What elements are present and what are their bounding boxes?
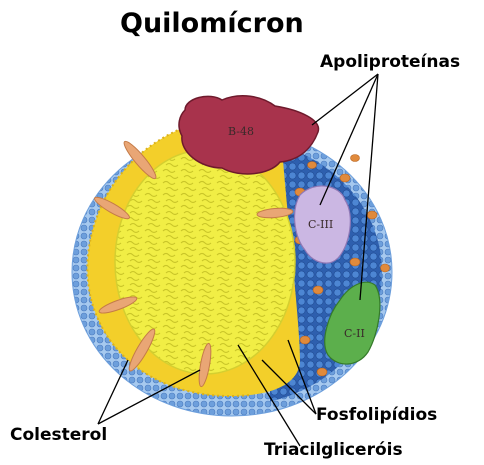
tag-b48: B-48 [228,125,254,138]
tag-c3: C-III [308,218,333,231]
tag-c2: C-II [344,327,365,340]
